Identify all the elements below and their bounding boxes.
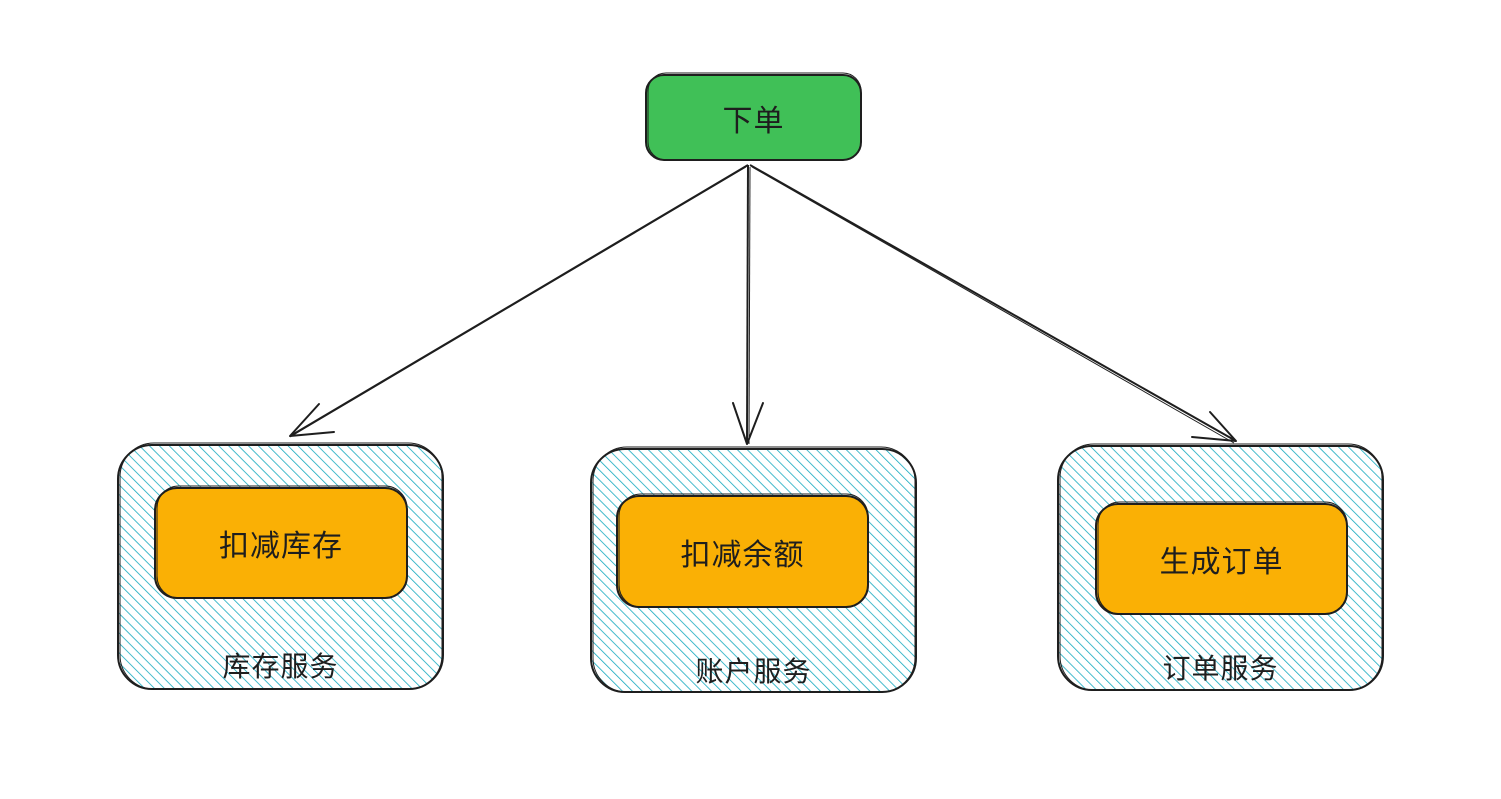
arrow-to-account-service bbox=[732, 164, 764, 445]
inventory-action-box bbox=[154, 485, 408, 599]
account-action-label: 扣减余额 bbox=[680, 537, 805, 573]
arrow-to-inventory-service bbox=[289, 164, 749, 438]
order-service-label: 订单服务 bbox=[1162, 652, 1279, 685]
order-action-label: 生成订单 bbox=[1159, 545, 1284, 580]
inventory-service-label: 库存服务 bbox=[222, 650, 339, 683]
account-service-label: 账户服务 bbox=[695, 655, 812, 688]
account-action-box bbox=[616, 493, 869, 608]
order-action-box bbox=[1095, 501, 1348, 615]
inventory-action-label: 扣减库存 bbox=[219, 529, 343, 564]
root-node-box bbox=[645, 72, 862, 161]
root-node-label: 下单 bbox=[722, 103, 785, 139]
arrow-to-order-service bbox=[749, 164, 1237, 444]
